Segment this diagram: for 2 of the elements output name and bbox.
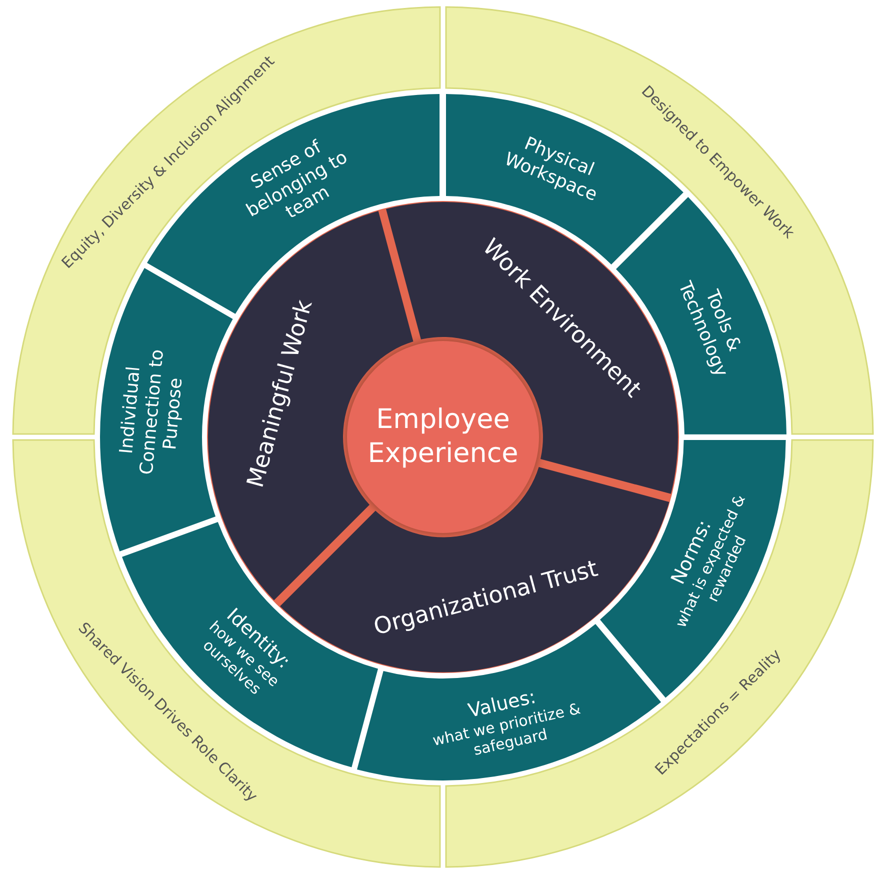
center-label: Employee Experience: [366, 403, 520, 471]
segment-label: Individual Connection to Purpose: [115, 347, 188, 477]
